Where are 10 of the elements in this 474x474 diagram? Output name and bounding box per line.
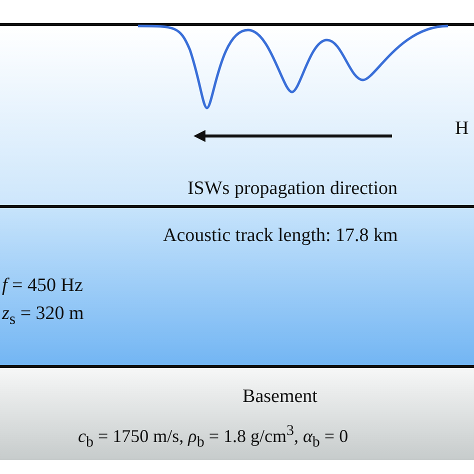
- layer-label: H: [455, 118, 469, 140]
- track-length-label: Acoustic track length: 17.8 km: [163, 225, 398, 247]
- water-layer-band: [0, 23, 474, 206]
- water-layer-band: [0, 205, 474, 366]
- basement-parameters: c$_{b}$ = 1750 m/s, ρ$_{b}$ = 1.8 g/cm$^{3}$, α$_{b}$ = 0: [78, 422, 348, 453]
- source-depth-label: z$_{s}$ = 320 m: [2, 303, 84, 330]
- basement-band: [0, 365, 474, 460]
- frequency-label: f = 450 Hz: [2, 275, 83, 297]
- basement-label: Basement: [242, 386, 318, 408]
- propagation-caption: ISWs propagation direction: [186, 178, 398, 200]
